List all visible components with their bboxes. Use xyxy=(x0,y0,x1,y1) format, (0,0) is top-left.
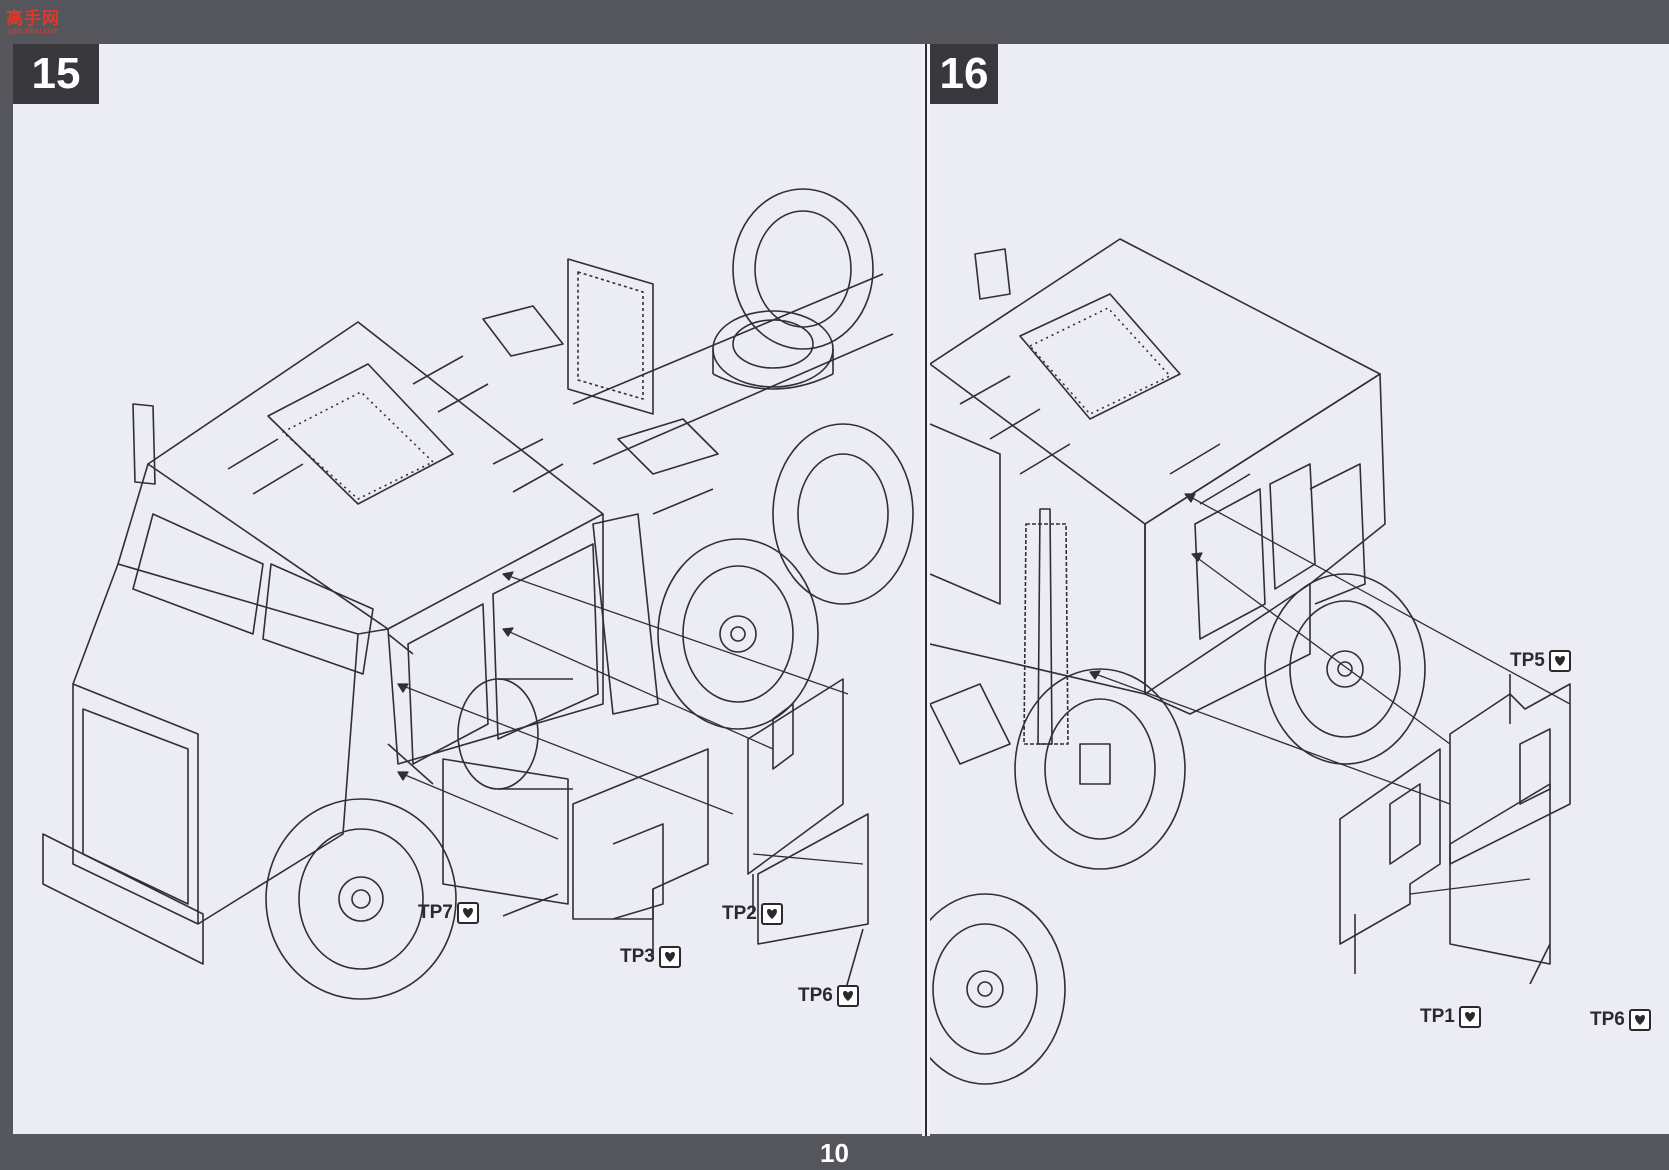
glue-icon xyxy=(1548,650,1571,672)
cab-body xyxy=(930,373,1386,715)
part-label-tp2: TP2 xyxy=(722,903,783,925)
hood-and-grille xyxy=(42,563,359,965)
cab-roof xyxy=(930,238,1381,525)
glue-icon xyxy=(658,946,681,968)
mesh-step xyxy=(930,683,1011,765)
page-divider xyxy=(922,44,930,1136)
part-label-tp7: TP7 xyxy=(418,902,479,924)
part-label-tp2-text: TP2 xyxy=(722,903,757,924)
rear-wheel xyxy=(1264,573,1426,765)
bottom-band xyxy=(0,1136,1669,1170)
glue-icon xyxy=(1458,1006,1481,1028)
step-15-panel: 15 xyxy=(13,44,922,1134)
assembly-arrow-5 xyxy=(752,853,864,865)
rear-grille-rack xyxy=(567,258,654,415)
part-tp2-outline xyxy=(747,678,844,875)
watermark-logo: 高手网 gao-shou.com xyxy=(6,4,76,38)
truck-assembly-drawing-step-15 xyxy=(42,188,914,1000)
front-wheel xyxy=(265,798,457,1000)
part-tp6-outline xyxy=(757,813,869,945)
glue-icon xyxy=(1628,1009,1651,1031)
cab-roof xyxy=(147,321,604,630)
part-label-tp3-text: TP3 xyxy=(620,946,655,967)
glue-icon xyxy=(760,903,783,925)
part-label-tp6: TP6 xyxy=(1590,1009,1651,1031)
part-label-tp3: TP3 xyxy=(620,946,681,968)
middle-wheel xyxy=(657,538,819,730)
part-label-tp5: TP5 xyxy=(1510,650,1571,672)
part-label-tp6-text: TP6 xyxy=(798,985,833,1006)
part-label-tp1-text: TP1 xyxy=(1420,1006,1455,1027)
page-number: 10 xyxy=(820,1138,849,1168)
part-label-tp6-text: TP6 xyxy=(1590,1009,1625,1030)
mesh-step-upper xyxy=(482,305,564,357)
part-tp6-outline xyxy=(1449,783,1551,965)
mesh-step-lower xyxy=(617,418,719,475)
glue-icon xyxy=(456,902,479,924)
rear-wheel-lower xyxy=(772,423,914,605)
part-tp7-outline xyxy=(442,758,569,905)
part-tp3-outline xyxy=(572,748,709,920)
glue-icon xyxy=(836,985,859,1007)
assembly-arrow-1 xyxy=(502,573,849,695)
assembly-arrow-4 xyxy=(1409,878,1531,895)
part-tp1-outline xyxy=(1339,748,1441,945)
watermark-logo-text: 高手网 xyxy=(6,9,60,29)
part-label-tp1: TP1 xyxy=(1420,1006,1481,1028)
assembly-arrow-4 xyxy=(397,771,559,840)
truck-assembly-drawing-step-16 xyxy=(930,238,1571,1085)
exhaust-stack xyxy=(1023,508,1069,745)
mirror xyxy=(132,403,156,485)
watermark-url: gao-shou.com xyxy=(8,26,59,35)
step-number-15: 15 xyxy=(13,44,99,104)
mirror xyxy=(974,248,1011,300)
mesh-ladder xyxy=(592,513,659,715)
fuel-tank xyxy=(457,678,573,790)
part-label-tp6: TP6 xyxy=(798,985,859,1007)
step-16-panel: 16 xyxy=(930,44,1669,1134)
part-label-tp5-text: TP5 xyxy=(1510,650,1545,671)
rear-wheel-upper xyxy=(732,188,874,350)
cab-body xyxy=(117,463,604,765)
fifth-wheel-coupling xyxy=(712,310,834,390)
assembly-arrow-2 xyxy=(502,628,774,750)
assembly-arrow-3 xyxy=(1089,671,1451,805)
middle-wheel xyxy=(1014,668,1186,870)
assembly-arrow-2 xyxy=(1191,553,1451,745)
top-band xyxy=(0,0,1669,44)
step-number-16: 16 xyxy=(930,44,998,104)
assembly-arrow-1 xyxy=(1184,493,1571,705)
assembly-arrow-3 xyxy=(397,683,734,815)
front-wheel xyxy=(930,893,1066,1085)
part-label-tp7-text: TP7 xyxy=(418,902,453,923)
